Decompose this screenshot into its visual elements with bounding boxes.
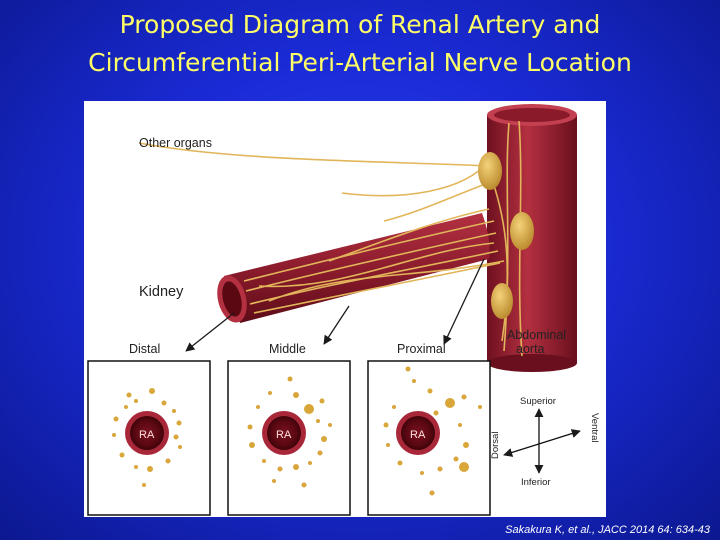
slide-title: Proposed Diagram of Renal Artery and Cir… bbox=[0, 6, 720, 82]
abdominal-aorta bbox=[487, 104, 577, 372]
cross-section-proximal: RA bbox=[367, 360, 491, 516]
ganglia bbox=[478, 152, 534, 319]
label-middle: Middle bbox=[269, 342, 306, 356]
label-inferior: Inferior bbox=[521, 477, 551, 488]
renal-artery bbox=[217, 213, 490, 323]
title-line-1: Proposed Diagram of Renal Artery and bbox=[119, 10, 601, 39]
label-ventral: Ventral bbox=[589, 413, 600, 443]
ra-label-distal: RA bbox=[139, 429, 155, 441]
label-kidney: Kidney bbox=[139, 284, 184, 300]
label-aorta: aorta bbox=[516, 342, 545, 356]
peri-arterial-nerves bbox=[138, 120, 523, 357]
title-line-2: Circumferential Peri-Arterial Nerve Loca… bbox=[88, 48, 632, 77]
arrow-middle bbox=[323, 305, 350, 345]
citation: Sakakura K, et al., JACC 2014 64: 634-43 bbox=[505, 524, 710, 536]
arrow-distal bbox=[185, 312, 235, 352]
label-superior: Superior bbox=[520, 396, 556, 407]
cross-section-middle: RA bbox=[227, 360, 351, 516]
diagram-figure: Other organs Kidney Abdominal aorta Dist… bbox=[84, 101, 606, 517]
orientation-compass: Superior Inferior Ventral Dorsal bbox=[490, 396, 600, 488]
ganglion-lower bbox=[491, 283, 513, 319]
ganglion-upper bbox=[478, 152, 502, 190]
ra-label-proximal: RA bbox=[410, 429, 426, 441]
label-proximal: Proximal bbox=[397, 342, 446, 356]
label-other-organs: Other organs bbox=[139, 136, 212, 150]
ra-label-middle: RA bbox=[276, 429, 292, 441]
cross-section-distal: RA bbox=[87, 360, 211, 516]
label-abdominal: Abdominal bbox=[507, 328, 566, 342]
label-dorsal: Dorsal bbox=[490, 432, 501, 459]
ganglion-middle bbox=[510, 212, 534, 250]
label-distal: Distal bbox=[129, 342, 160, 356]
arrow-proximal bbox=[443, 258, 485, 345]
section-arrows bbox=[185, 258, 485, 352]
